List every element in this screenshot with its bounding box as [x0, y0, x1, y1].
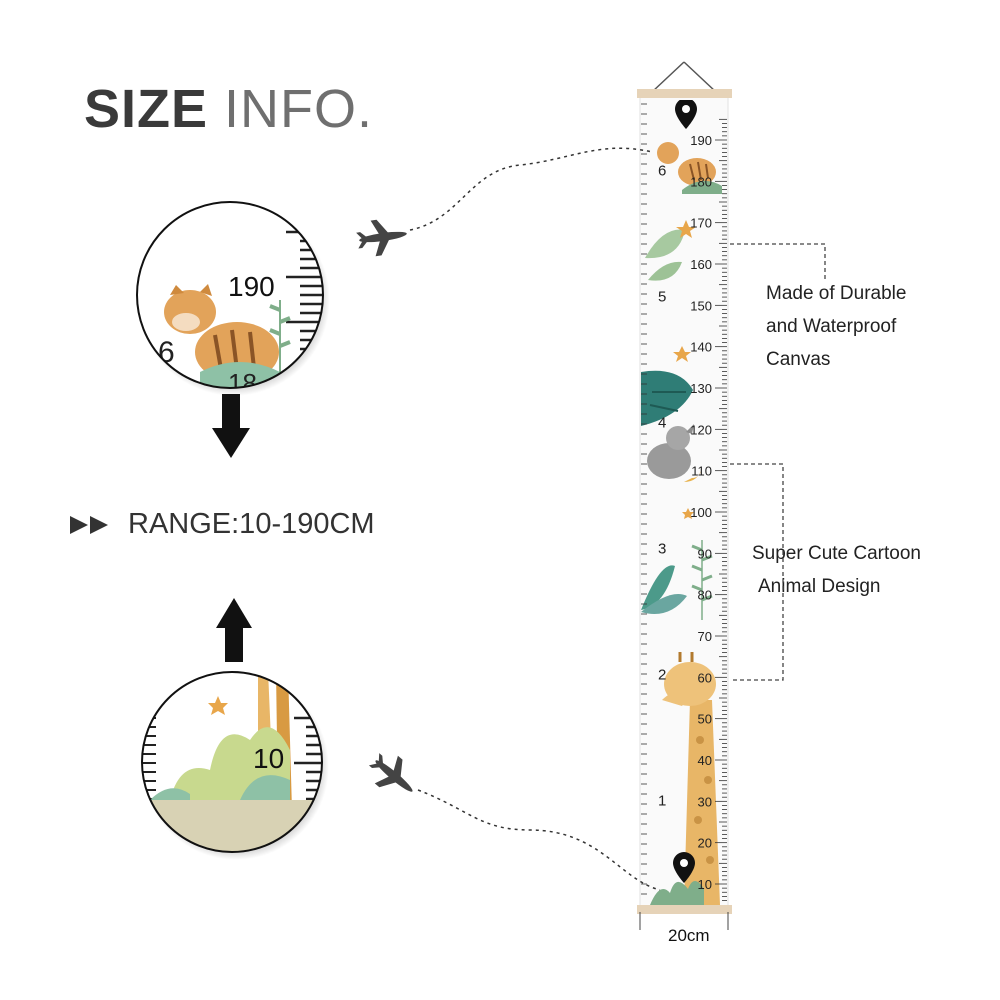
page-title: SIZE INFO. [84, 78, 373, 140]
ruler-label: 140 [690, 340, 712, 355]
ruler-label: 10 [698, 877, 712, 892]
tiger-illustration-zoom [164, 284, 280, 388]
ruler-label: 80 [698, 588, 712, 603]
range-info: RANGE:10-190CM [70, 508, 375, 541]
feet-label: 6 [658, 162, 666, 179]
flight-path-top [409, 147, 653, 231]
fast-forward-icon [70, 515, 108, 534]
ruler-label: 150 [690, 298, 712, 313]
zoom-circle-bottom: 10 [141, 671, 329, 860]
ruler-label: 50 [698, 712, 712, 727]
callout-durable: Made of Durable and Waterproof Canvas [766, 277, 906, 376]
pin-icon-bottom [673, 852, 695, 883]
airplane-icon-bottom [368, 753, 413, 792]
ruler-label: 190 [690, 133, 712, 148]
zoom-circle-top: 6 18 190 [136, 201, 330, 398]
ruler-ticks [641, 103, 727, 901]
feet-label: 2 [658, 666, 666, 683]
ruler-label: 30 [698, 794, 712, 809]
ruler-label: 90 [698, 546, 712, 561]
title-light: INFO. [224, 79, 374, 139]
svg-text:18: 18 [228, 368, 257, 398]
callout-durable-line-3: Canvas [766, 349, 831, 370]
callout-durable-line-2: and Waterproof [766, 316, 897, 337]
feet-label: 4 [658, 414, 666, 431]
zoom-top-mark-label: 190 [228, 271, 275, 302]
ruler-label: 20 [698, 836, 712, 851]
leaves-illustration-upper [645, 229, 685, 281]
ruler-label: 40 [698, 753, 712, 768]
arrow-down-icon [212, 394, 250, 458]
ruler-labels: 190 180 170 160 150 140 130 120 110 100 90 80 70 60 50… [690, 133, 712, 892]
airplane-icon-top [356, 219, 407, 257]
feet-label: 5 [658, 288, 666, 305]
ruler-label: 170 [690, 216, 712, 231]
feet-labels: 6 5 4 3 2 1 [658, 162, 666, 809]
ruler-label: 130 [690, 381, 712, 396]
callout-design-line-2: Animal Design [758, 576, 881, 597]
ruler-label: 180 [690, 174, 712, 189]
plants-illustration [641, 540, 713, 620]
palm-leaf-illustration [641, 370, 693, 426]
hanging-string [651, 61, 717, 93]
ruler-label: 160 [690, 257, 712, 272]
stars [673, 220, 696, 519]
ruler-label: 70 [698, 629, 712, 644]
growth-chart: 1901801701601501401301201101009080706050… [637, 89, 732, 914]
callout-design: Super Cute Cartoon Animal Design [752, 537, 921, 603]
ruler-label: 60 [698, 670, 712, 685]
giraffe-illustration [662, 652, 720, 905]
rhino-illustration [647, 424, 702, 482]
star-zoom [208, 696, 228, 715]
range-label: RANGE:10-190CM [128, 508, 375, 540]
feet-label: 1 [658, 792, 666, 809]
title-bold: SIZE [84, 79, 209, 139]
arrow-up-icon [216, 598, 252, 662]
flight-path-bottom [417, 789, 661, 891]
feet-label: 3 [658, 540, 666, 557]
callout-connectors [730, 243, 826, 681]
grass-bottom [650, 881, 704, 905]
width-label: 20cm [668, 926, 710, 945]
top-wood-bar [637, 89, 732, 98]
width-dimension [639, 912, 729, 930]
bottom-wood-bar [637, 905, 732, 914]
ruler-label: 100 [690, 505, 712, 520]
callout-durable-line-1: Made of Durable [766, 283, 907, 304]
ruler-label: 120 [690, 422, 712, 437]
zoom-bottom-mark-label: 10 [253, 743, 284, 774]
ruler-label: 110 [691, 464, 712, 479]
callout-design-line-1: Super Cute Cartoon [752, 543, 921, 564]
pin-icon-top [675, 100, 697, 129]
tiger-illustration [657, 142, 722, 194]
